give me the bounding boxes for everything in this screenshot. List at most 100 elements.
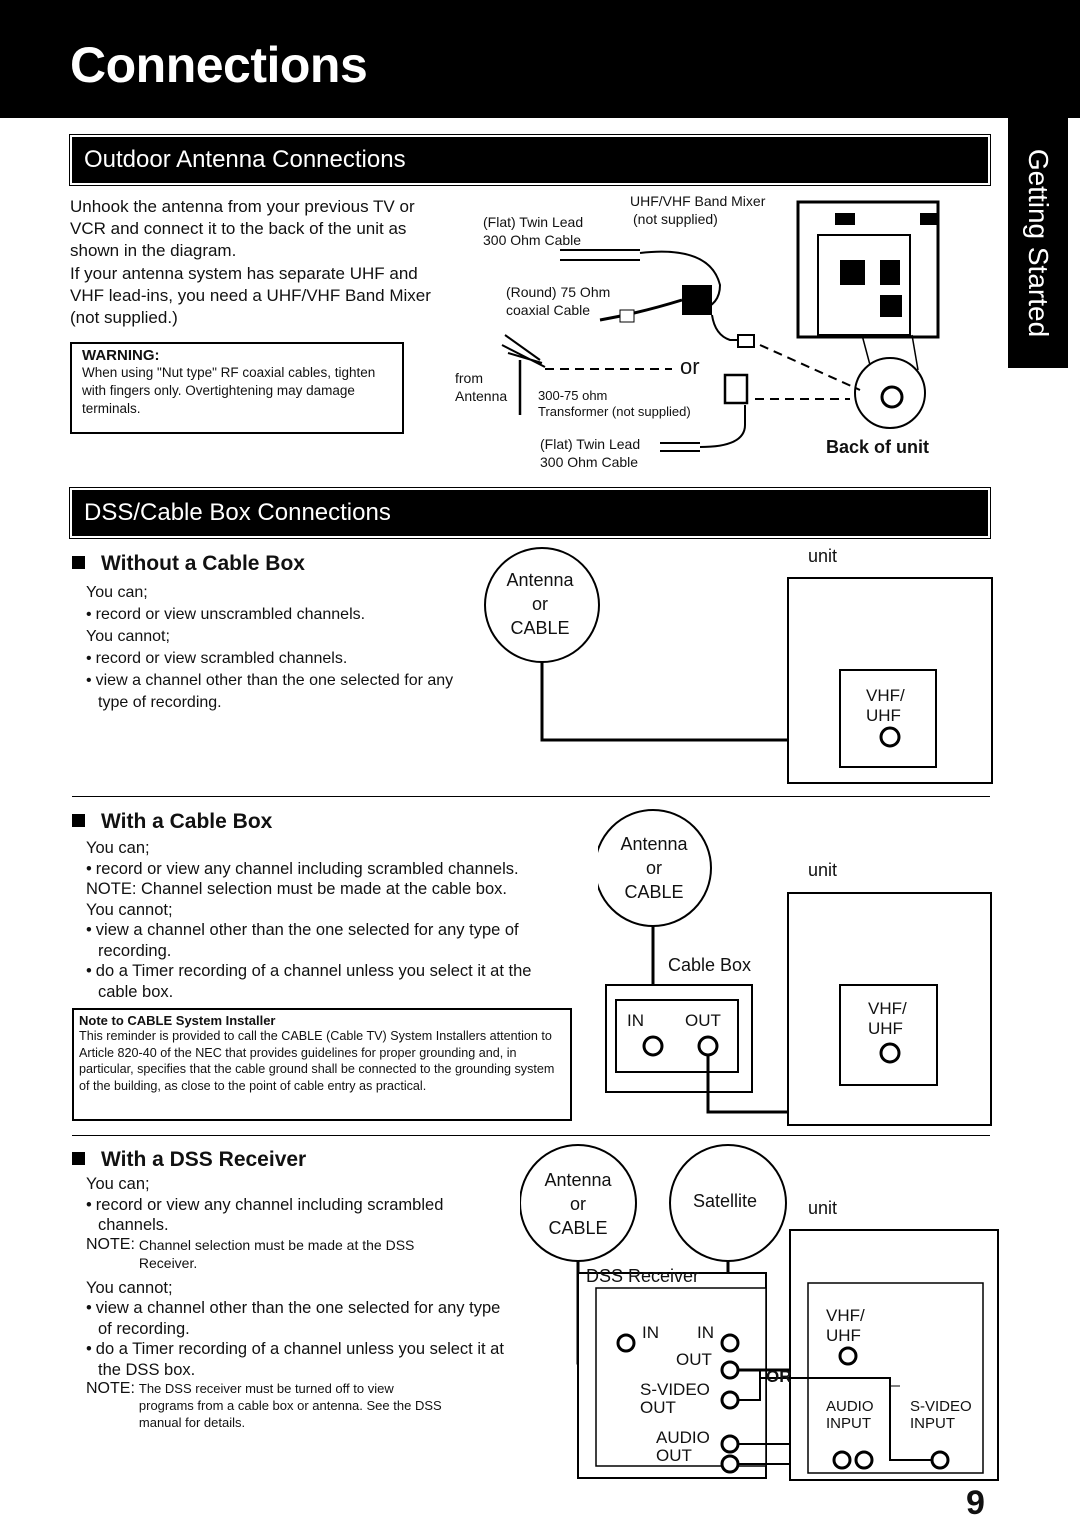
page-number: 9 [966,1484,985,1522]
vhf-uhf-terminal-icon [838,1346,858,1366]
outdoor-para-2: If your antenna system has separate UHF … [70,264,431,327]
dss-audio-out-label: OUT [656,1446,692,1465]
you-can-label: You can; [86,584,148,601]
cable-box-panel [615,999,739,1073]
antenna-label: Antenna [455,388,508,404]
cable-300-label: 300 Ohm Cable [483,232,582,248]
or-label: or [680,354,700,379]
you-cannot-label: You cannot; [86,628,170,645]
outdoor-heading: Outdoor Antenna Connections [84,146,406,173]
can-item: record or view any channel including scr… [86,1195,516,1236]
cable-box-out-terminal [697,1035,719,1057]
installer-note-title: Note to CABLE System Installer [79,1013,276,1028]
cable-300-2-label: 300 Ohm Cable [540,454,639,470]
dss-note-2: NOTE: The DSS receiver must be turned of… [86,1380,442,1430]
outdoor-para-1: Unhook the antenna from your previous TV… [70,197,415,260]
with-cable-box-text: You can; record or view any channel incl… [86,838,596,1002]
or-label: OR [766,1367,792,1386]
title-banner [0,0,1080,118]
cannot-item: view a channel other than the one select… [86,1298,516,1339]
you-can-label: You can; [86,1175,150,1193]
dss-out-terminal [720,1360,740,1380]
unit-outline [787,892,992,1126]
unit-label: unit [808,546,838,566]
cannot-item: view a channel other than the one select… [86,920,541,961]
cannot-item: record or view scrambled channels. [86,648,456,670]
warning-title: WARNING: [82,347,160,364]
unit-label: unit [808,860,838,880]
antenna-or-cable-label: Antenna or CABLE [506,570,574,638]
warning-box: WARNING: When using "Nut type" RF coaxia… [70,342,404,434]
transformer-icon [723,373,749,405]
dss-heading: DSS/Cable Box Connections [84,499,391,526]
vhf-uhf-panel [839,984,938,1086]
coaxial-cable-label: coaxial Cable [506,302,591,318]
dss-svideo-label: S-VIDEO [640,1380,710,1399]
without-cable-box-title: Without a Cable Box [72,552,305,576]
cable-box-label: Cable Box [668,955,752,975]
you-cannot-label: You cannot; [86,900,173,919]
satellite-label: Satellite [693,1191,758,1211]
band-mixer-icon [682,285,712,315]
cannot-item: do a Timer recording of a channel unless… [86,961,556,1002]
antenna-or-cable-label: Antenna or CABLE [544,1170,612,1238]
dss-svideo-terminal [720,1390,740,1410]
back-of-unit-label: Back of unit [826,437,930,457]
dss-note-1: NOTE: Channel selection must be made at … [86,1235,415,1271]
dss-receiver-panel [595,1287,767,1467]
flat-twin-lead-2-label: (Flat) Twin Lead [540,436,641,452]
unit-label: unit [808,1198,838,1218]
page-title: Connections [70,37,368,93]
flat-twin-lead-label: (Flat) Twin Lead [483,214,584,230]
svideo-input-terminal [930,1450,950,1470]
vhf-uhf-terminal-icon [879,726,901,748]
outdoor-section-header: Outdoor Antenna Connections [69,134,991,186]
with-cable-box-title: With a Cable Box [72,810,272,834]
without-cable-box-text: You can; record or view unscrambled chan… [86,582,456,714]
with-dss-receiver-diagram [520,1144,999,1481]
audio-input-terminal-1 [832,1450,852,1470]
audio-input-terminal-2 [854,1450,874,1470]
vhf-uhf-label: VHF/ UHF [868,999,907,1038]
with-dss-receiver-text: You can; record or view any channel incl… [86,1174,516,1431]
cable-box-in-terminal [642,1035,664,1057]
band-mixer-label: UHF/VHF Band Mixer [630,193,766,209]
antenna-or-cable-label: Antenna or CABLE [620,834,688,902]
vhf-uhf-label: VHF/ UHF [866,686,905,725]
vhf-uhf-panel [839,669,937,768]
vhf-uhf-terminal-icon [879,1042,901,1064]
out-label: OUT [685,1011,721,1030]
you-can-label: You can; [86,839,150,857]
in-label: IN [627,1011,644,1030]
installer-note-box: Note to CABLE System Installer This remi… [72,1008,572,1121]
note-label: NOTE: Channel selection must be made at … [86,880,507,898]
transformer-label: Transformer (not supplied) [538,404,691,419]
dss-out-label: OUT [676,1350,712,1369]
vhf-uhf-terminal-icon [880,385,904,409]
from-label: from [455,370,483,386]
round-75-label: (Round) 75 Ohm [506,284,611,300]
dss-audio-terminal-2 [720,1454,740,1474]
with-dss-receiver-title: With a DSS Receiver [72,1148,306,1172]
audio-input-label: AUDIO INPUT [826,1398,874,1432]
side-tab-label: Getting Started [1023,148,1054,338]
side-tab: Getting Started [1008,118,1068,368]
divider [72,796,990,797]
dss-audio-terminal [720,1434,740,1454]
transformer-ohm-label: 300-75 ohm [538,388,608,403]
can-item: record or view unscrambled channels. [86,604,456,626]
dss-in-terminal-2 [720,1333,740,1353]
cannot-item: view a channel other than the one select… [86,670,456,714]
can-item: record or view any channel including scr… [86,859,596,880]
installer-note-text: This reminder is provided to call the CA… [79,1029,555,1093]
svideo-input-label: S-VIDEO INPUT [910,1398,972,1432]
dss-in-label-2: IN [697,1323,714,1342]
dss-receiver-label: DSS Receiver [586,1266,700,1286]
dss-in-label-1: IN [642,1323,659,1342]
dss-section-header: DSS/Cable Box Connections [69,487,991,539]
cannot-item: do a Timer recording of a channel unless… [86,1339,516,1380]
dss-audio-label: AUDIO [656,1428,710,1447]
not-supplied-label: (not supplied) [633,211,718,227]
vhf-uhf-label: VHF/ UHF [826,1306,865,1345]
divider [72,1135,990,1136]
